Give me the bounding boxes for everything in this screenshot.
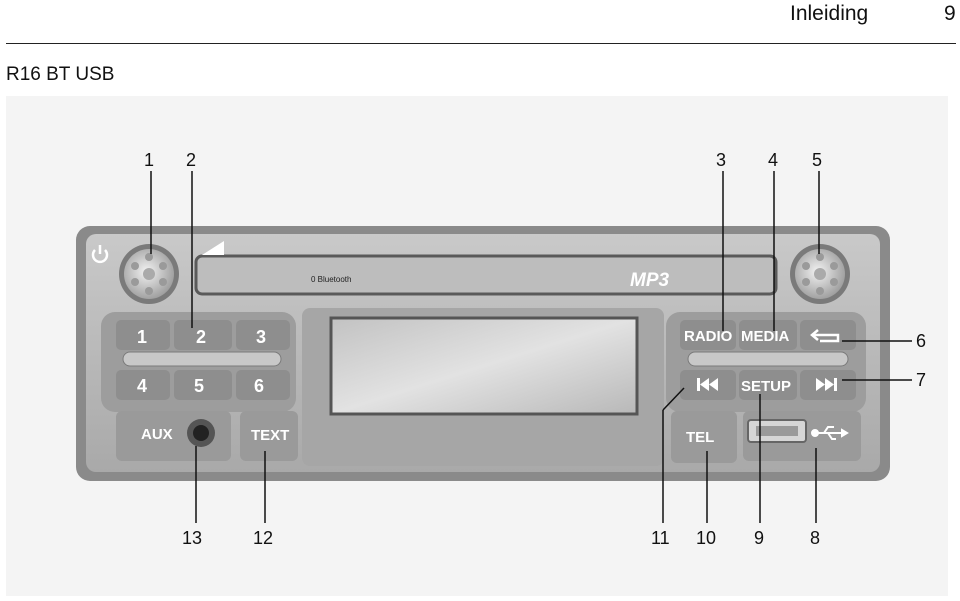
svg-text:6: 6 <box>254 376 264 396</box>
radio-button[interactable]: RADIO <box>680 320 736 350</box>
back-arrow-icon <box>810 329 840 343</box>
callout-13: 13 <box>182 528 202 548</box>
callout-lines <box>150 171 912 523</box>
preset-button-6[interactable]: 6 <box>236 370 290 400</box>
callout-5: 5 <box>812 150 822 170</box>
back-button[interactable] <box>800 320 856 350</box>
svg-text:AUX: AUX <box>141 426 173 443</box>
svg-text:SETUP: SETUP <box>741 378 791 395</box>
display-screen <box>329 316 639 416</box>
power-icon <box>91 245 109 264</box>
svg-text:RADIO: RADIO <box>684 328 733 345</box>
media-button[interactable]: MEDIA <box>739 320 797 350</box>
usb-icon <box>811 426 849 440</box>
svg-text:TEXT: TEXT <box>251 427 289 444</box>
usb-port[interactable] <box>747 419 807 443</box>
svg-text:2: 2 <box>196 327 206 347</box>
callout-4: 4 <box>768 150 778 170</box>
svg-text:3: 3 <box>256 327 266 347</box>
callout-1: 1 <box>144 150 154 170</box>
aux-jack[interactable] <box>187 419 215 447</box>
callout-9: 9 <box>754 528 764 548</box>
svg-text:4: 4 <box>137 376 147 396</box>
svg-text:TEL: TEL <box>686 429 714 446</box>
header-rule <box>6 43 956 44</box>
preset-button-5[interactable]: 5 <box>174 370 232 400</box>
callout-7: 7 <box>916 370 926 390</box>
callout-2: 2 <box>186 150 196 170</box>
volume-knob[interactable] <box>119 244 179 304</box>
preset-button-2[interactable]: 2 <box>174 320 232 350</box>
callout-10: 10 <box>696 528 716 548</box>
control-bar <box>687 351 849 367</box>
svg-text:MEDIA: MEDIA <box>741 328 790 345</box>
page-number: 9 <box>944 2 956 25</box>
callout-3: 3 <box>716 150 726 170</box>
skip-forward-icon <box>816 378 837 391</box>
text-button[interactable]: TEXT <box>240 411 298 461</box>
radio-figure: 0 Bluetooth MP3 1 2 3 4 5 6 AUX <box>6 96 948 596</box>
skip-back-button[interactable] <box>680 370 736 400</box>
preset-button-4[interactable]: 4 <box>116 370 170 400</box>
slot-text: 0 Bluetooth <box>311 275 351 284</box>
tuning-knob[interactable] <box>790 244 850 304</box>
preset-button-3[interactable]: 3 <box>236 320 290 350</box>
skip-forward-button[interactable] <box>800 370 856 400</box>
skip-back-icon <box>697 378 718 391</box>
preset-bar <box>122 351 282 367</box>
radio-illustration: 0 Bluetooth MP3 1 2 3 4 5 6 AUX <box>76 150 926 548</box>
svg-text:5: 5 <box>194 376 204 396</box>
cd-slot <box>194 254 778 296</box>
callout-8: 8 <box>810 528 820 548</box>
callout-12: 12 <box>253 528 273 548</box>
svg-text:1: 1 <box>137 327 147 347</box>
tel-button[interactable]: TEL <box>671 411 737 463</box>
volume-wedge-icon <box>202 241 224 255</box>
callout-11: 11 <box>651 528 670 548</box>
preset-button-1[interactable]: 1 <box>116 320 170 350</box>
callout-6: 6 <box>916 331 926 351</box>
mp3-logo: MP3 <box>630 270 670 291</box>
setup-button[interactable]: SETUP <box>739 370 797 400</box>
section-title: R16 BT USB <box>6 64 115 85</box>
page-header-title: Inleiding <box>790 2 869 25</box>
